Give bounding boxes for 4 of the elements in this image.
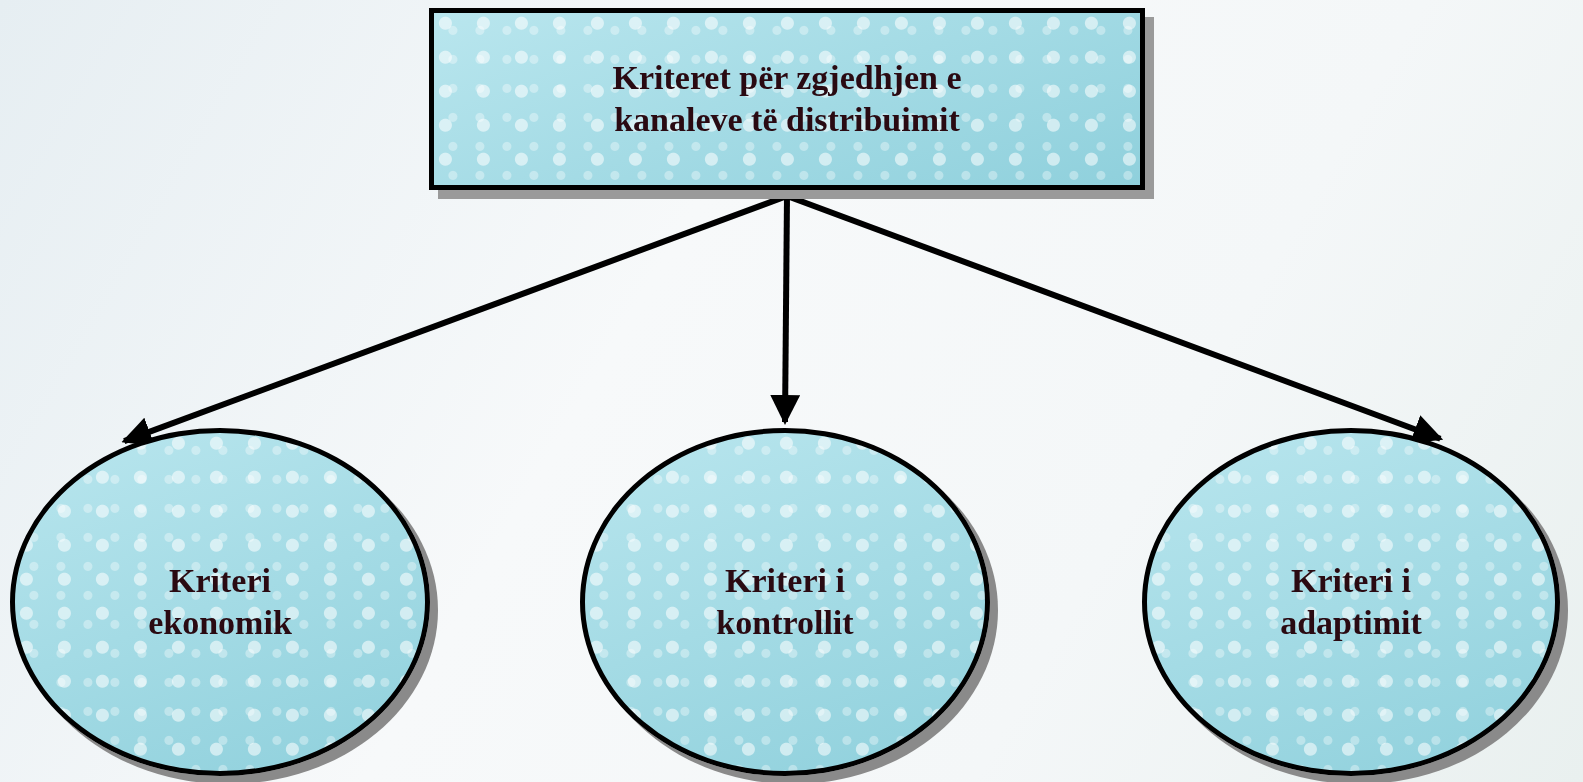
node-text: Kriteri ekonomik	[147, 560, 293, 643]
node-text: Kriteri i kontrollit	[715, 560, 855, 643]
node-text: Kriteri i adaptimit	[1279, 560, 1423, 643]
node-text: Kriteret për zgjedhjen e kanaleve të distribuimit	[611, 57, 963, 140]
